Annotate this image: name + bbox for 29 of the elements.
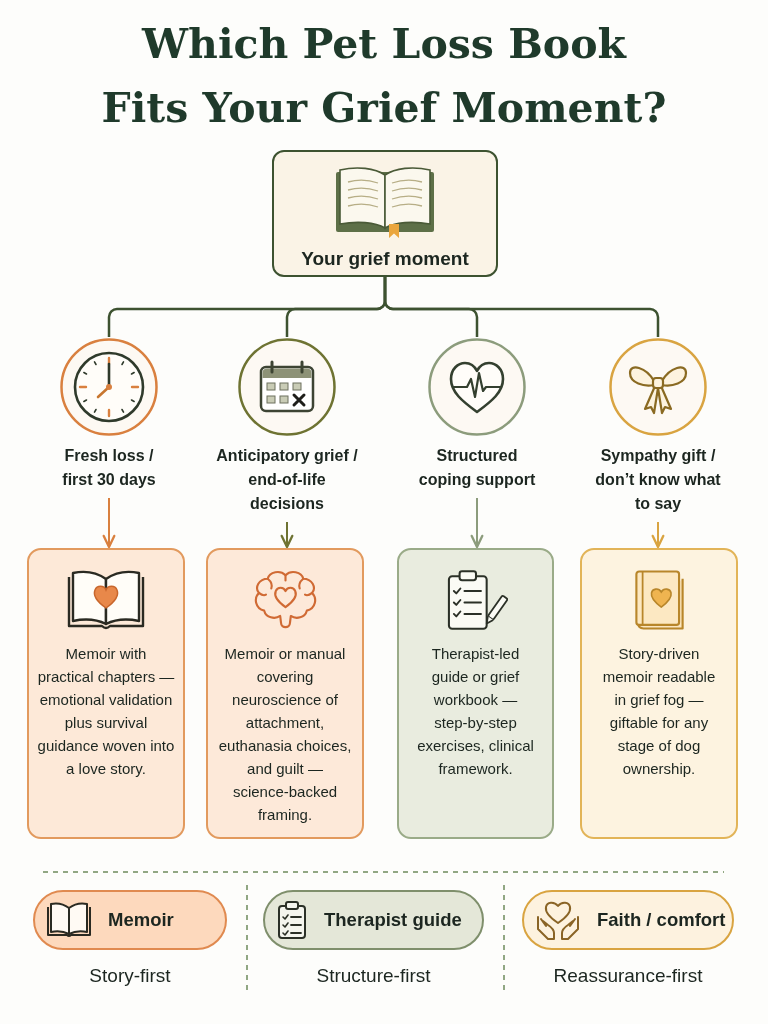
connector-line: [383, 277, 660, 337]
recommendation-card: [397, 548, 554, 839]
recommendation-card: [580, 548, 738, 839]
category-pill: [263, 890, 484, 950]
category-pill: [33, 890, 227, 950]
card-text: Therapist-led guide or grief workbook — step-by-step exercises, clinical framework.: [416, 644, 535, 779]
pill-label: Memoir: [108, 909, 174, 931]
card-text: Story-driven memoir readable in grief fog — giftable for any stage of dog ownership.: [601, 644, 717, 779]
pill-label: Therapist guide: [324, 909, 462, 931]
arrow: [102, 497, 116, 549]
caption-text: Structure-first: [316, 964, 431, 988]
card-text: Memoir or manual covering neuroscience of attachment, euthanasia choices, and guilt — science-backed framing.: [218, 644, 352, 825]
category-label: Anticipatory grief / end-of-life decisions: [215, 446, 359, 514]
arrow: [280, 521, 294, 549]
node-label: Your grief moment: [301, 248, 469, 270]
category-label: Fresh loss / first 30 days: [61, 446, 157, 490]
caption-text: Reassurance-first: [553, 964, 703, 988]
recommendation-card: [206, 548, 364, 839]
recommendation-card: [27, 548, 185, 839]
pill-label: Faith / comfort: [597, 909, 726, 931]
caption-text: Story-first: [89, 964, 171, 988]
arrow: [651, 521, 665, 549]
category-label: Structured coping support: [417, 446, 537, 490]
card-text: Memoir with practical chapters — emotional validation plus survival guidance woven into a love story.: [36, 644, 176, 779]
arrow: [470, 497, 484, 549]
category-pill: [522, 890, 734, 950]
title: Which Pet Loss Book Fits Your Grief Moment?: [100, 19, 668, 134]
category-label: Sympathy gift / don’t know what to say: [594, 446, 722, 514]
root-box: [272, 150, 498, 277]
